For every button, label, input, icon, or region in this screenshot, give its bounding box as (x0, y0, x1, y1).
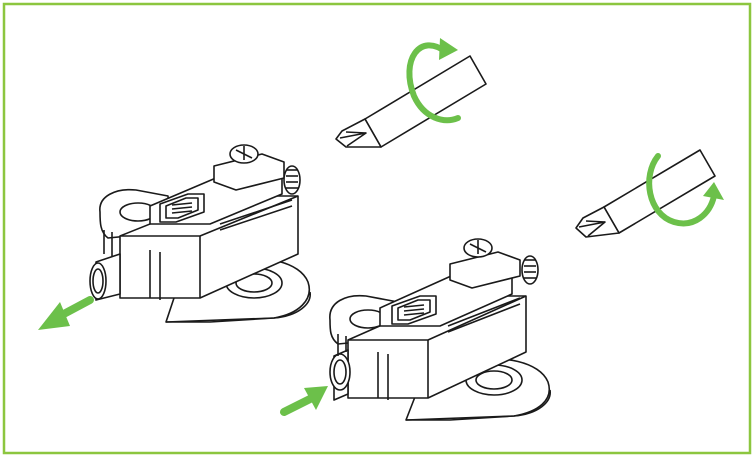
rotate-clockwise-arrow-icon (406, 38, 461, 124)
screwdriver-icon (575, 149, 716, 238)
hinge-mounting-plate-left (89, 144, 311, 323)
hinge-mounting-plate-right (329, 238, 551, 421)
screwdriver-icon (335, 55, 487, 148)
push-arrow-icon (280, 386, 328, 416)
rotate-counterclockwise-arrow-icon (646, 153, 724, 227)
pull-arrow-icon (38, 296, 94, 330)
